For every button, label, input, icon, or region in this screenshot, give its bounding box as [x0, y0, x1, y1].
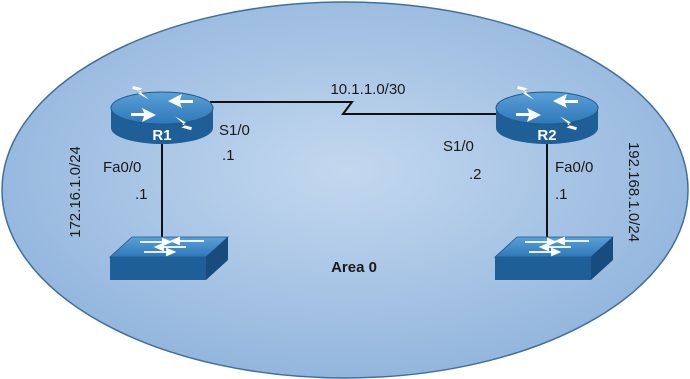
r2-lan-interface: Fa0/0	[555, 159, 593, 176]
router-icon	[110, 85, 214, 144]
router-r1-label: R1	[152, 127, 171, 144]
r2-serial-interface: S1/0	[443, 138, 474, 155]
r1-serial-host: .1	[222, 147, 235, 164]
r1-lan-host: .1	[135, 186, 148, 203]
r1-serial-interface: S1/0	[219, 122, 250, 139]
switch-icon	[108, 236, 230, 280]
serial-link	[210, 101, 503, 115]
area-label: Area 0	[331, 259, 377, 276]
serial-subnet-label: 10.1.1.0/30	[330, 81, 405, 98]
r2-lan-host: .1	[555, 186, 568, 203]
router-icon	[495, 85, 599, 144]
switch-icon	[493, 236, 615, 280]
switch-2[interactable]	[493, 236, 615, 280]
router-r2-label: R2	[537, 127, 556, 144]
switch-1[interactable]	[108, 236, 230, 280]
router-r1[interactable]: R1	[110, 85, 214, 144]
router-r2[interactable]: R2	[495, 85, 599, 144]
r1-lan-interface: Fa0/0	[103, 159, 141, 176]
r1-lan-subnet: 172.16.1.0/24	[67, 146, 84, 238]
r2-serial-host: .2	[469, 166, 482, 183]
r2-lan-subnet: 192.168.1.0/24	[625, 142, 642, 242]
